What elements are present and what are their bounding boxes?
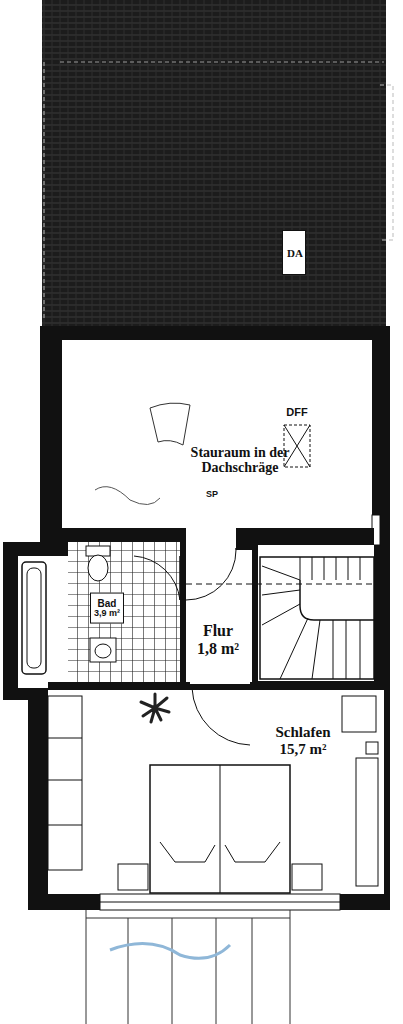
room-name: DA <box>287 247 303 259</box>
code-mark: SP <box>206 489 218 499</box>
sketch <box>150 403 190 445</box>
room-area: 1,8 m² <box>197 640 239 658</box>
room-floor <box>186 528 252 684</box>
washbasin <box>95 644 111 658</box>
toilet <box>88 555 108 581</box>
bathtub <box>27 568 41 668</box>
tiled-floor <box>68 542 180 682</box>
wall <box>62 528 186 542</box>
handwriting <box>95 487 160 505</box>
roof-hatch: DA <box>282 230 306 275</box>
room-label: Bad3,9 m² <box>90 593 124 624</box>
bathtub <box>22 562 46 674</box>
room-name: Stauraum in der Dachschräge <box>170 445 310 476</box>
wall <box>258 528 374 545</box>
door-swing <box>186 550 236 600</box>
cabinet <box>342 696 376 732</box>
wall <box>250 682 384 690</box>
wall <box>48 682 190 690</box>
wall <box>252 528 258 684</box>
room-label: DA <box>287 247 303 259</box>
balcony <box>86 910 290 1024</box>
mark <box>110 944 230 959</box>
nightstand <box>292 864 322 890</box>
wall <box>28 688 48 910</box>
roof <box>42 0 386 326</box>
room-floor <box>18 556 68 688</box>
room-floor <box>62 340 372 528</box>
roof-edge <box>380 85 393 240</box>
washbasin <box>90 638 116 662</box>
room: Bad3,9 m² <box>68 542 180 682</box>
roof-edge <box>60 62 384 63</box>
room-floor <box>48 690 384 894</box>
wardrobe <box>48 696 82 870</box>
room-name: Bad <box>94 598 120 609</box>
window <box>100 894 340 910</box>
plant <box>141 694 169 722</box>
chimney <box>366 742 378 754</box>
room-area: 3,9 m² <box>94 609 120 619</box>
door-swing <box>192 688 250 745</box>
room-label: Schlafen15,7 m² <box>275 724 330 757</box>
door-swing <box>134 556 180 600</box>
staircase <box>260 557 374 679</box>
room: Flur1,8 m² <box>186 542 252 682</box>
room-floor <box>258 545 374 681</box>
room-name: Schlafen <box>275 724 330 741</box>
stair-rail <box>300 580 374 620</box>
wardrobe <box>356 758 378 886</box>
stair-treads <box>262 557 360 679</box>
wardrobe <box>48 738 82 825</box>
room-name: Flur <box>197 622 239 640</box>
room: Stauraum in der Dachschräge <box>62 340 372 528</box>
room-label: Flur1,8 m² <box>197 622 239 657</box>
nightstand <box>118 864 148 890</box>
window <box>100 902 340 903</box>
roof-edge <box>44 62 45 320</box>
pillow <box>160 842 280 862</box>
slope-line <box>186 584 374 585</box>
room: Schlafen15,7 m² <box>48 690 384 894</box>
window-code: DFF <box>286 406 307 418</box>
room-label: Stauraum in der Dachschräge <box>170 445 310 476</box>
bed <box>150 765 290 893</box>
room-area: 15,7 m² <box>275 740 330 757</box>
wall <box>180 528 186 684</box>
wall <box>236 528 252 550</box>
bed <box>220 765 221 893</box>
wall <box>40 326 390 910</box>
